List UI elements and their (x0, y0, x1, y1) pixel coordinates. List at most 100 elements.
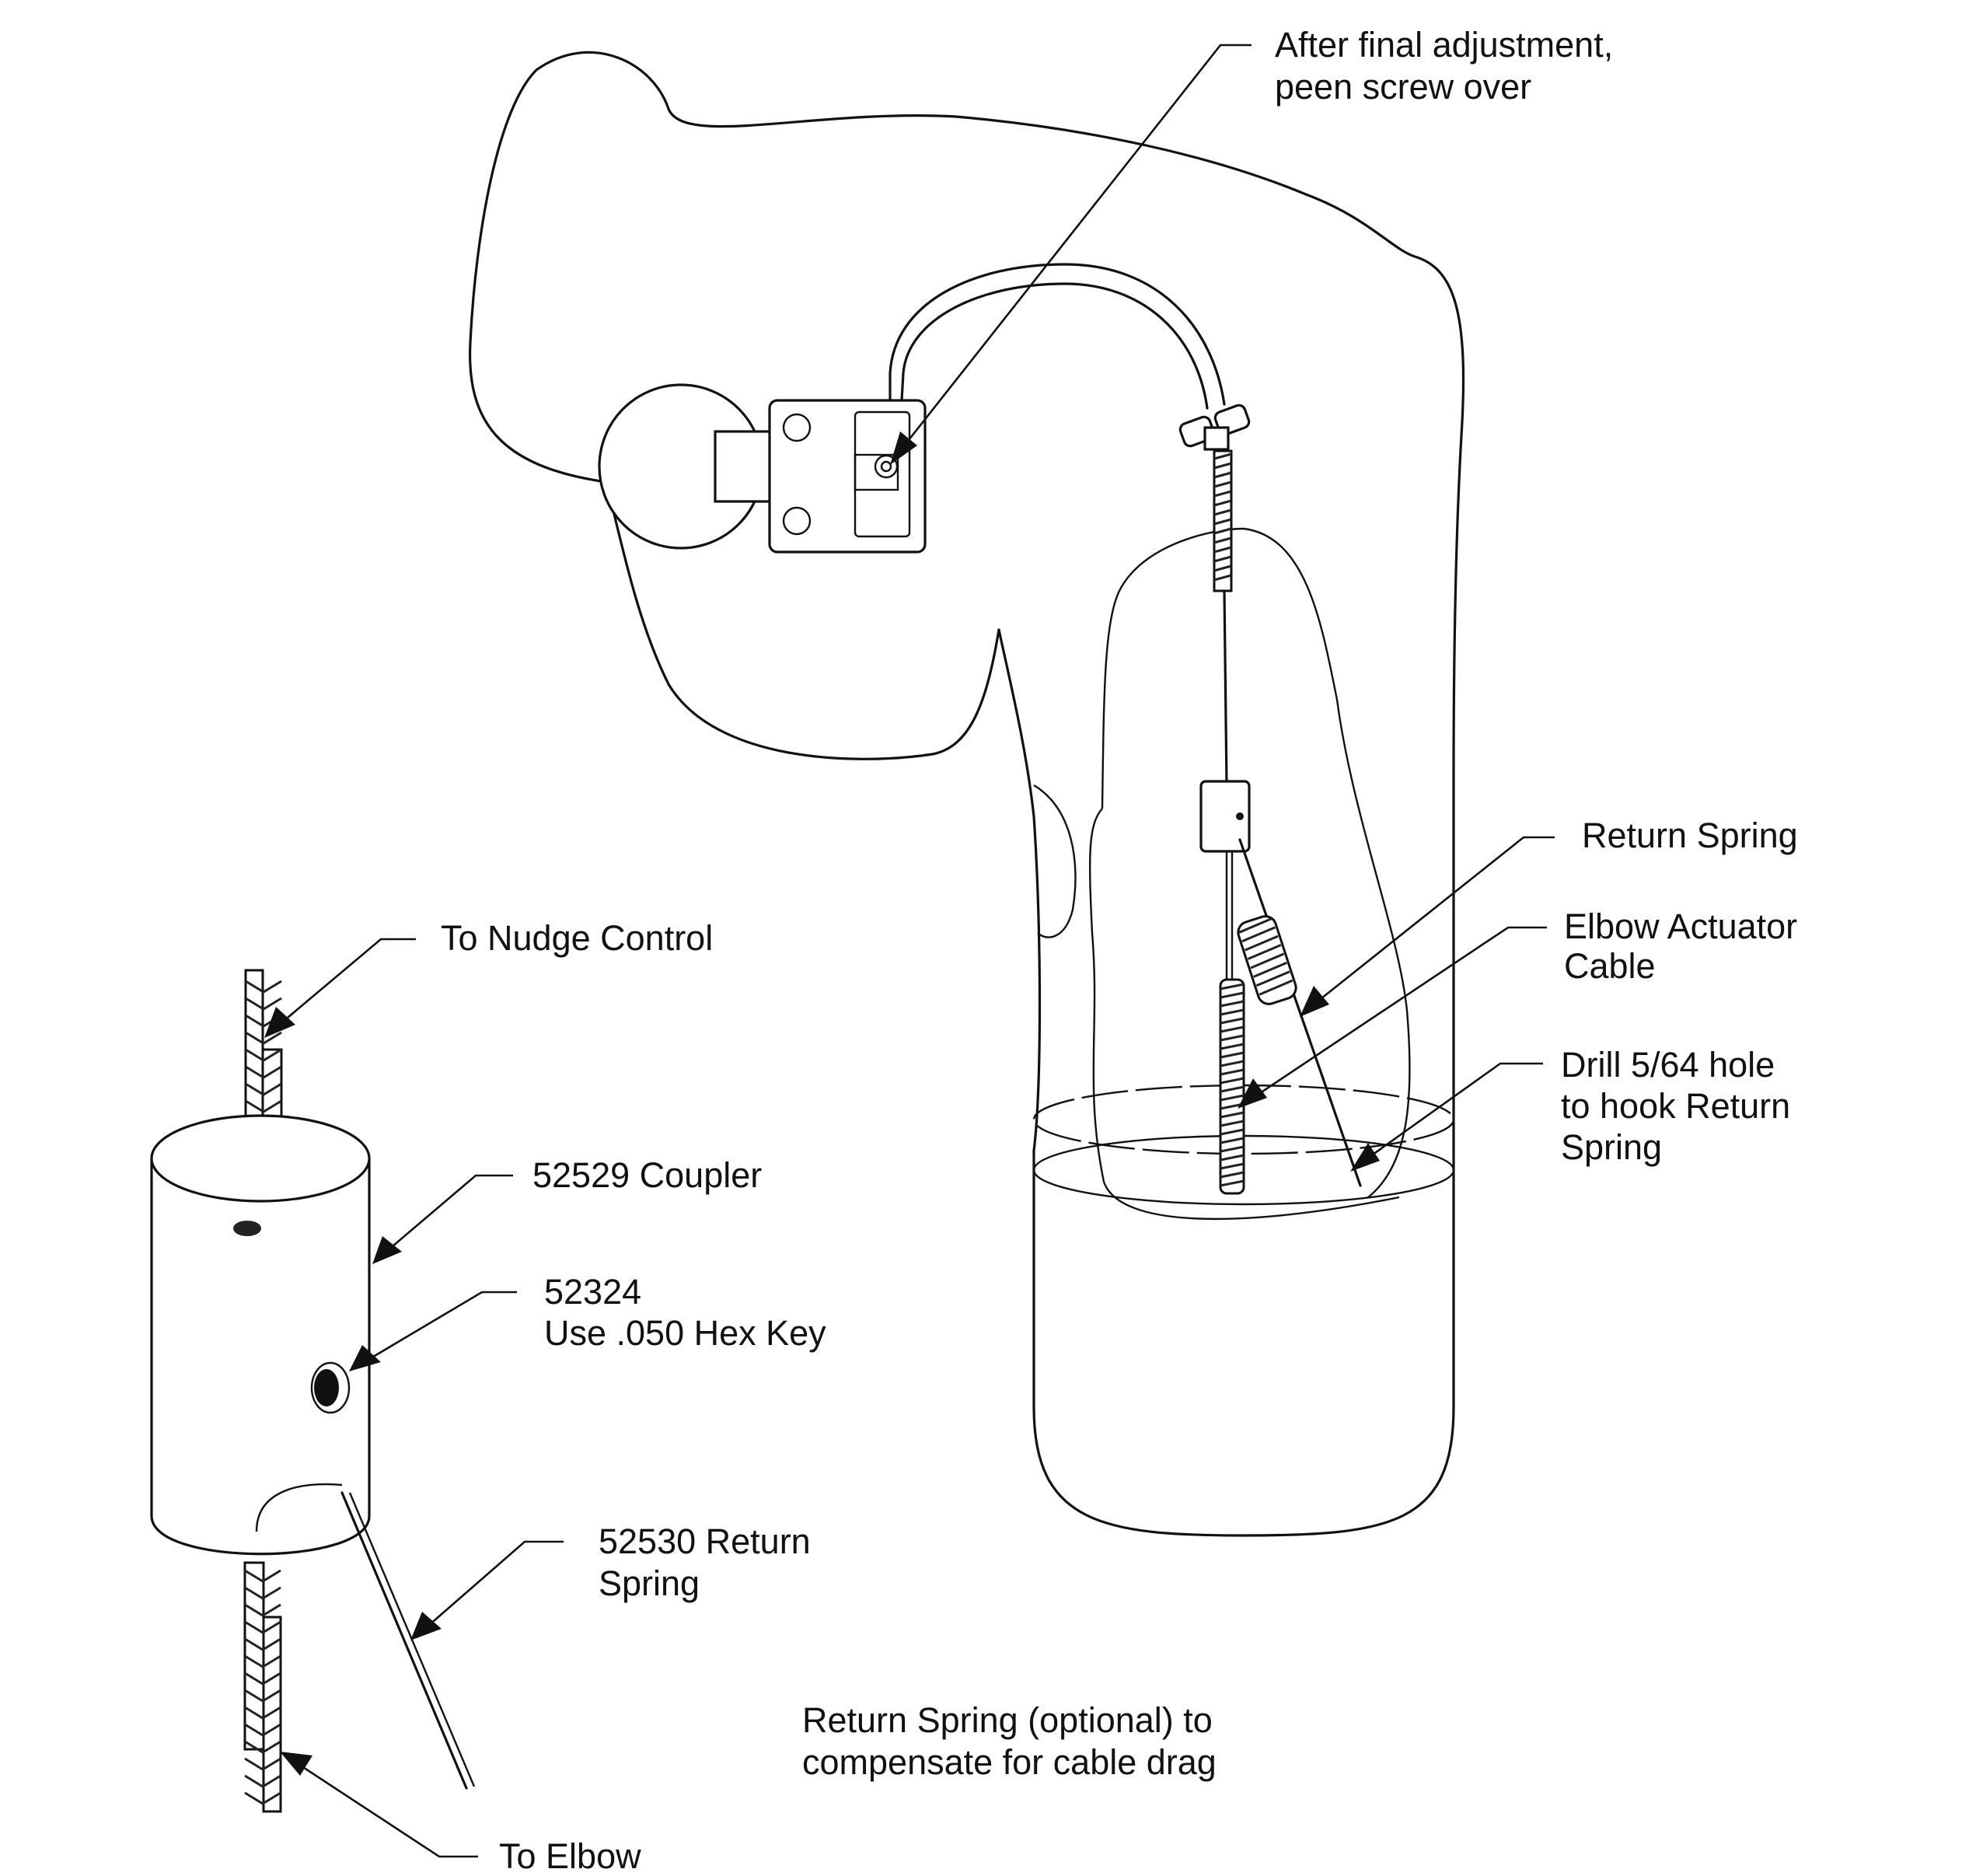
label-coupler: 52529 Coupler (532, 1155, 762, 1195)
leader-return-spring (1300, 836, 1555, 1017)
cable-strand (244, 1603, 281, 1617)
svg-text:Cable: Cable (1564, 946, 1656, 986)
cable-strand (244, 1774, 281, 1788)
cable-strand (1255, 970, 1290, 987)
cable-strand (245, 1048, 282, 1062)
cable-strand (244, 1586, 281, 1600)
cable-strand (1241, 926, 1276, 943)
svg-text:After final adjustment,: After final adjustment, (1275, 25, 1613, 65)
svg-text:Return Spring: Return Spring (1582, 816, 1798, 855)
leader-coupler (372, 1174, 513, 1264)
cable-strand (1220, 1060, 1245, 1067)
cable-strand (1213, 480, 1232, 488)
cable-strand (1247, 944, 1282, 960)
svg-text:To Nudge Control: To Nudge Control (441, 918, 713, 958)
cable-strand (1220, 1094, 1245, 1102)
cable-strand (1220, 1179, 1245, 1187)
cable-strand (245, 1099, 282, 1113)
leader-return-spring-part (410, 1540, 564, 1640)
label-return-spring: Return Spring (1582, 816, 1798, 855)
cable-strand (1220, 1120, 1245, 1127)
label-peen-screw: After final adjustment, peen screw over (1275, 25, 1613, 107)
svg-text:Drill 5/64 hole: Drill 5/64 hole (1561, 1045, 1775, 1085)
cable-strand (1220, 1034, 1245, 1042)
cable-strand (244, 1637, 281, 1651)
leader-set-screw (349, 1291, 517, 1371)
svg-text:To Elbow: To Elbow (499, 1836, 641, 1876)
cable-strand (244, 1672, 281, 1686)
cable-strand (1238, 917, 1273, 934)
cable-strand (1220, 1043, 1245, 1050)
cable-strand (244, 1723, 281, 1737)
cable-strand (1213, 536, 1232, 544)
cable-strand (1220, 1077, 1245, 1085)
svg-text:52324: 52324 (544, 1272, 641, 1312)
cable-strand (1213, 527, 1232, 535)
label-to-elbow: To Elbow (499, 1836, 641, 1876)
cable-strand (1213, 546, 1232, 554)
cable-housing (888, 263, 1251, 451)
cable-strand (1213, 574, 1232, 582)
cable-strand (1259, 979, 1293, 996)
cable-strand (245, 1082, 282, 1096)
harness-plate[interactable] (598, 383, 927, 554)
label-elbow-actuator-cable: Elbow Actuator Cable (1564, 907, 1797, 986)
label-drill-hole: Drill 5/64 hole to hook Return Spring (1561, 1045, 1790, 1167)
cable-strand (1213, 499, 1232, 507)
caption: Return Spring (optional) to compensate f… (802, 1700, 1217, 1782)
svg-text:52530 Return: 52530 Return (599, 1521, 811, 1561)
cable-strand (1220, 983, 1245, 990)
leader-to-elbow (280, 1752, 478, 1858)
cable-strand (1220, 1085, 1245, 1093)
cable-strand (1220, 1154, 1245, 1162)
cable-strand (1250, 952, 1285, 969)
cable-strand (245, 997, 282, 1011)
cable-strand (244, 1757, 281, 1771)
cable-strand (245, 1031, 282, 1045)
cable-strand (1253, 961, 1287, 978)
cable-strand (244, 1791, 281, 1805)
cable-strand (244, 1654, 281, 1668)
cable-strand (1220, 1000, 1245, 1008)
cable-strand (1220, 1111, 1245, 1119)
cable-strand (244, 1620, 281, 1634)
svg-text:52529 Coupler: 52529 Coupler (532, 1155, 762, 1195)
cable-strand (244, 1740, 281, 1754)
svg-text:Use .050 Hex Key: Use .050 Hex Key (544, 1313, 826, 1353)
label-return-spring-part: 52530 Return Spring (599, 1521, 811, 1603)
cable-strand (1213, 508, 1232, 516)
svg-text:to hook Return: to hook Return (1561, 1086, 1790, 1126)
leader-drill-hole (1350, 1062, 1543, 1172)
leader-peen-screw (890, 44, 1252, 465)
cable-strand (1220, 1017, 1245, 1025)
housing-clamp (1178, 403, 1251, 451)
cable-strand (1213, 518, 1232, 526)
cable-strand (1245, 935, 1279, 952)
cable-strand (1220, 1137, 1245, 1144)
coupler-detail (150, 969, 476, 1813)
shoulder-socket-outline (468, 51, 1465, 1152)
cable-strand (1213, 490, 1232, 498)
cable-strand (1220, 1145, 1245, 1153)
cable-strand (1220, 1171, 1245, 1179)
svg-text:Spring: Spring (1561, 1127, 1662, 1167)
cable-strand (1213, 564, 1232, 572)
adjustment-screw-icon[interactable] (874, 454, 899, 479)
label-to-nudge-control: To Nudge Control (441, 918, 713, 958)
cable-strand (1220, 1128, 1245, 1136)
leader-elbow-cable (1238, 926, 1547, 1109)
label-set-screw: 52324 Use .050 Hex Key (544, 1272, 826, 1353)
cable-coupler-small (1199, 780, 1251, 853)
svg-text:Return Spring (optional) to: Return Spring (optional) to (802, 1700, 1213, 1740)
cable-strand (1213, 452, 1232, 460)
set-screw-icon[interactable] (310, 1361, 351, 1414)
cable-strand (1220, 1068, 1245, 1076)
cable-strand (245, 1065, 282, 1079)
cable-strand (1220, 1162, 1245, 1170)
cable-strand (1220, 1051, 1245, 1059)
svg-text:Spring: Spring (599, 1563, 700, 1603)
cable-strand (245, 980, 282, 994)
return-spring (1237, 838, 1362, 1187)
svg-text:Elbow Actuator: Elbow Actuator (1564, 907, 1797, 946)
